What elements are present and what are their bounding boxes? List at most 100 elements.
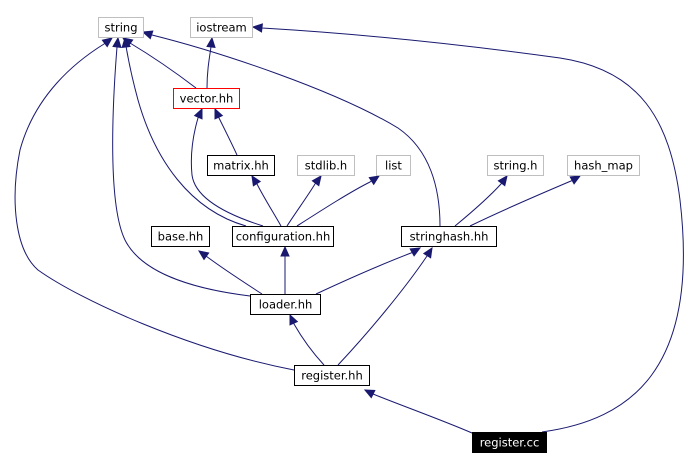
node-label: stringhash.hh: [410, 230, 489, 244]
edge-registercc-to-iostream: [251, 23, 684, 433]
arrowhead: [363, 389, 376, 399]
edge-line: [296, 175, 380, 227]
edge-vector-to-iostream: [206, 36, 216, 89]
node-stringhash[interactable]: stringhash.hh: [401, 226, 497, 247]
node-list[interactable]: list: [376, 155, 411, 176]
edge-loader-to-configuration: [280, 245, 290, 294]
node-label: stdlib.h: [305, 159, 347, 173]
node-register[interactable]: register.hh: [294, 365, 370, 386]
node-label: matrix.hh: [213, 159, 269, 173]
edge-line: [252, 26, 684, 433]
edge-line: [214, 108, 238, 156]
edge-vector-to-string: [121, 37, 197, 89]
edge-configuration-to-string: [121, 36, 247, 227]
node-box[interactable]: [472, 432, 547, 453]
edge-line: [124, 37, 247, 227]
node-box[interactable]: [207, 155, 275, 176]
edge-line: [289, 314, 325, 366]
arrowhead: [569, 175, 582, 185]
node-label: configuration.hh: [236, 230, 331, 244]
arrowhead: [121, 36, 131, 49]
edge-configuration-to-list: [296, 175, 381, 227]
node-vector[interactable]: vector.hh: [173, 88, 240, 109]
node-box[interactable]: [401, 226, 497, 247]
node-label: hash_map: [574, 159, 633, 173]
node-box[interactable]: [190, 17, 253, 38]
edge-configuration-to-stdlib: [286, 175, 322, 227]
node-box[interactable]: [98, 17, 144, 38]
arrowhead: [289, 313, 299, 326]
arrowhead: [311, 175, 322, 187]
edge-configuration-to-vector: [190, 107, 264, 227]
node-label: string: [104, 21, 137, 35]
node-registercc[interactable]: register.cc: [472, 432, 547, 453]
node-label: vector.hh: [180, 92, 234, 106]
arrowhead: [141, 30, 154, 40]
arrowhead: [368, 175, 381, 186]
edge-line: [469, 175, 581, 227]
node-iostream[interactable]: iostream: [190, 17, 253, 38]
edge-stringhash-to-string: [141, 30, 441, 227]
node-label: register.hh: [301, 369, 363, 383]
node-box[interactable]: [376, 155, 411, 176]
edge-register-to-stringhash: [337, 246, 433, 366]
edge-line: [142, 31, 441, 227]
arrowhead: [193, 107, 203, 120]
node-matrix[interactable]: matrix.hh: [207, 155, 275, 176]
edge-line: [286, 175, 322, 227]
nodes-layer: string iostream vector.hh matrix.hh stdlib.h…: [98, 17, 640, 453]
node-box[interactable]: [297, 155, 355, 176]
edges-layer: [14, 23, 684, 434]
arrowhead: [101, 37, 113, 48]
edge-line: [112, 37, 251, 297]
edge-line: [14, 37, 295, 371]
edge-line: [198, 250, 263, 295]
arrowhead: [214, 107, 224, 120]
node-base[interactable]: base.hh: [151, 226, 210, 247]
node-box[interactable]: [173, 88, 240, 109]
node-label: list: [385, 159, 402, 173]
edge-line: [315, 247, 421, 295]
edge-stringhash-to-stringh: [454, 175, 508, 227]
node-box[interactable]: [232, 226, 334, 247]
node-string[interactable]: string: [98, 17, 144, 38]
edge-line: [190, 108, 264, 227]
edge-matrix-to-vector: [214, 107, 238, 156]
node-stdlib[interactable]: stdlib.h: [297, 155, 355, 176]
node-label: register.cc: [480, 436, 540, 450]
edge-register-to-loader: [289, 313, 325, 366]
arrowhead: [251, 23, 263, 33]
edge-loader-to-stringhash: [315, 247, 422, 295]
node-loader[interactable]: loader.hh: [250, 294, 321, 315]
node-label: iostream: [196, 21, 247, 35]
node-hashmap[interactable]: hash_map: [567, 155, 640, 176]
arrowhead: [197, 250, 210, 261]
node-label: string.h: [494, 159, 538, 173]
node-configuration[interactable]: configuration.hh: [232, 226, 334, 247]
node-box[interactable]: [250, 294, 321, 315]
edge-line: [364, 389, 473, 434]
arrowhead: [112, 36, 122, 48]
node-label: loader.hh: [259, 298, 313, 312]
edge-stringhash-to-hashmap: [469, 175, 582, 227]
arrowhead: [497, 175, 508, 187]
node-box[interactable]: [487, 155, 544, 176]
edge-register-to-string: [14, 37, 295, 371]
node-box[interactable]: [151, 226, 210, 247]
edge-line: [454, 175, 508, 227]
edge-loader-to-string: [112, 36, 251, 297]
arrowhead: [280, 245, 290, 257]
edge-registercc-to-register: [363, 389, 473, 434]
node-stringh[interactable]: string.h: [487, 155, 544, 176]
edge-configuration-to-matrix: [251, 174, 282, 227]
arrowhead: [422, 246, 433, 259]
node-label: base.hh: [158, 230, 204, 244]
edge-line: [337, 247, 433, 366]
arrowhead: [206, 36, 216, 48]
arrowhead: [409, 247, 422, 257]
node-box[interactable]: [294, 365, 370, 386]
arrowhead: [251, 174, 262, 187]
node-box[interactable]: [567, 155, 640, 176]
